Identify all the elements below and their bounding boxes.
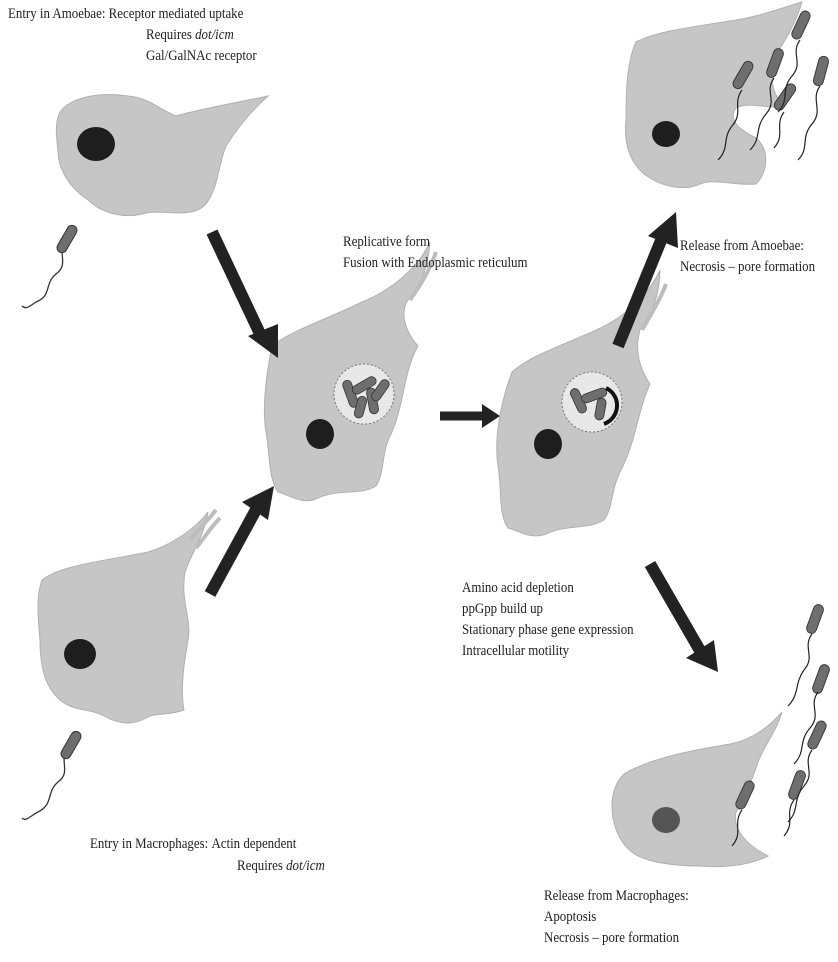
nucleus: [64, 639, 96, 669]
label-entry-macrophages: Entry in Macrophages: Actin dependent: [90, 834, 296, 855]
label-conditions: Amino acid depletion ppGpp build up Stat…: [462, 578, 634, 662]
nucleus: [306, 419, 334, 449]
entry-macrophages-line1: Entry in Macrophages: Actin dependent: [90, 834, 296, 855]
entry-macrophages-text1: Actin dependent: [211, 836, 296, 852]
entry-amoebae-heading: Entry in Amoebae:: [8, 6, 105, 22]
arrow-entry-amoebae: [212, 232, 278, 358]
amoeba-cell-entry: [56, 95, 268, 216]
macrophage-cell-lysed: [612, 603, 831, 867]
entry-amoebae-line1: Entry in Amoebae: Receptor mediated upta…: [8, 4, 243, 25]
release-macrophages-line1: Apoptosis: [544, 907, 689, 928]
arrow-entry-macrophages: [210, 486, 274, 594]
bacterium-free-2: [22, 730, 83, 820]
label-release-macrophages: Release from Macrophages: Apoptosis Necr…: [544, 886, 689, 949]
label-release-amoebae: Release from Amoebae: Necrosis – pore fo…: [680, 236, 815, 278]
macrophage-cell-entry: [38, 510, 220, 723]
release-macrophages-line2: Necrosis – pore formation: [544, 928, 689, 949]
entry-amoebae-text1: Receptor mediated uptake: [109, 6, 244, 22]
replicative-line1: Replicative form: [343, 232, 528, 253]
label-replicative: Replicative form Fusion with Endoplasmic…: [343, 232, 528, 274]
nucleus: [652, 807, 680, 833]
release-amoebae-line1: Necrosis – pore formation: [680, 257, 815, 278]
label-entry-amoebae-cont: Requires dot/icm Gal/GalNAc receptor: [146, 25, 257, 67]
replicative-line2: Fusion with Endoplasmic reticulum: [343, 253, 528, 274]
bacterium-free-1: [22, 224, 79, 308]
label-entry-macrophages-cont: Requires dot/icm: [237, 856, 325, 877]
entry-amoebae-line3: Gal/GalNAc receptor: [146, 46, 257, 67]
vacuole: [562, 372, 622, 432]
release-macrophages-heading: Release from Macrophages:: [544, 886, 689, 907]
replicative-vacuole: [334, 364, 394, 424]
conditions-line1: Amino acid depletion: [462, 578, 634, 599]
arrow-release-amoebae: [618, 212, 678, 346]
arrow-replication: [440, 404, 500, 428]
conditions-line3: Stationary phase gene expression: [462, 620, 634, 641]
entry-amoebae-line2: Requires dot/icm: [146, 25, 257, 46]
arrow-release-macrophages: [650, 564, 718, 672]
nucleus: [534, 429, 562, 459]
host-cell-stationary: [497, 270, 666, 536]
nucleus: [77, 127, 115, 161]
nucleus: [652, 121, 680, 147]
entry-macrophages-heading: Entry in Macrophages:: [90, 836, 208, 852]
entry-macrophages-line2: Requires dot/icm: [237, 856, 325, 877]
release-amoebae-heading: Release from Amoebae:: [680, 236, 815, 257]
conditions-line4: Intracellular motility: [462, 641, 634, 662]
host-cell-replicative: [264, 242, 436, 501]
amoeba-cell-lysed: [626, 2, 830, 188]
label-entry-amoebae: Entry in Amoebae: Receptor mediated upta…: [8, 4, 243, 25]
conditions-line2: ppGpp build up: [462, 599, 634, 620]
